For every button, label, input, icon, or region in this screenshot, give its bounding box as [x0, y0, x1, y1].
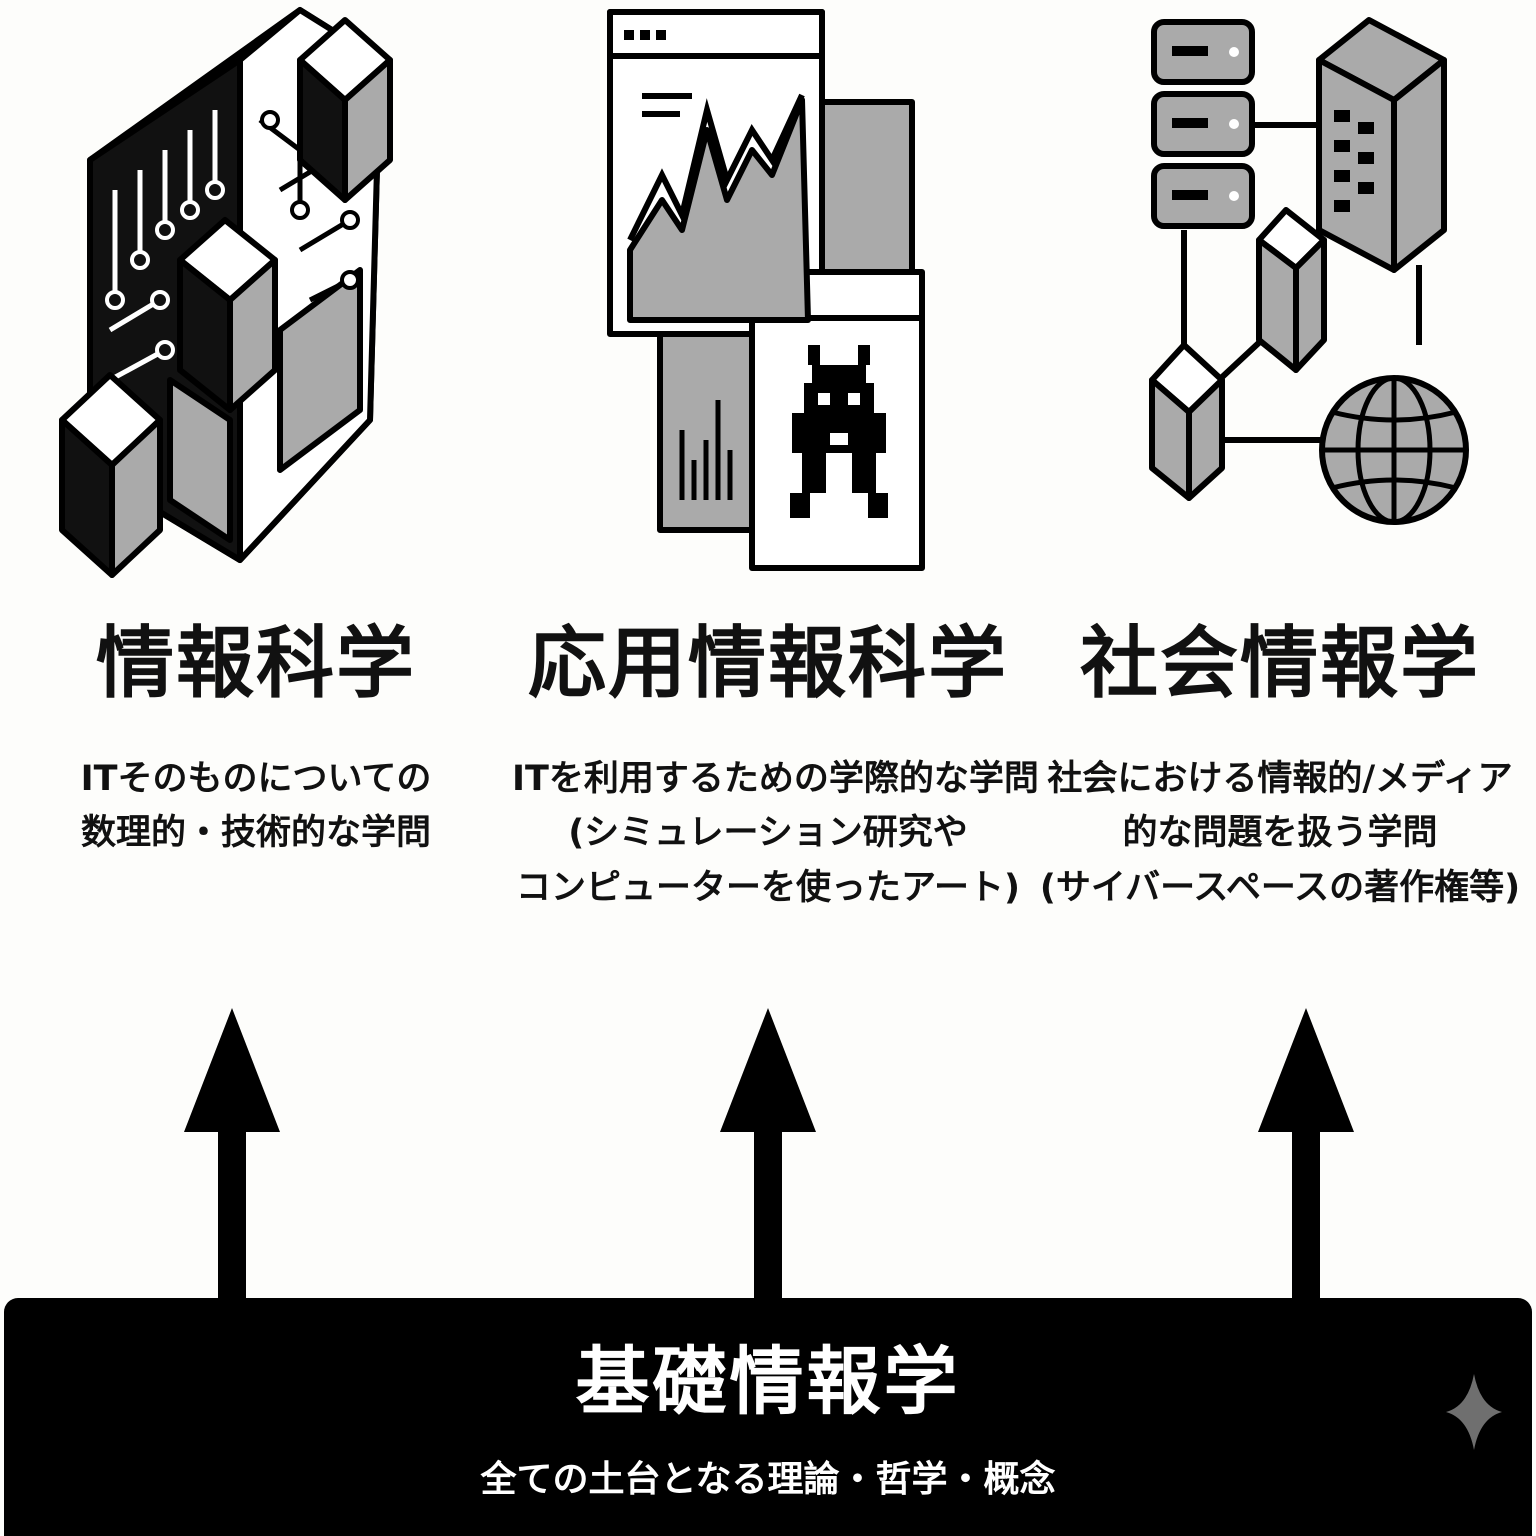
description-line: 的な問題を扱う学問	[1122, 813, 1438, 854]
foundation-band	[4, 1298, 1532, 1536]
arrow-up-icon	[720, 1008, 816, 1300]
foundation-title: 基礎情報学	[575, 1339, 961, 1425]
column-title: 社会情報学	[1079, 619, 1480, 709]
column-title: 応用情報科学	[527, 619, 1008, 709]
description-line: (サイバースペースの著作権等)	[1039, 867, 1521, 908]
column-description: 社会における情報的/メディア 的な問題を扱う学問 (サイバースペースの著作権等)	[1024, 752, 1536, 915]
foundation-subtitle: 全ての土台となる理論・哲学・概念	[480, 1459, 1056, 1500]
description-line: コンピューターを使ったアート)	[516, 867, 1020, 908]
arrow-up-icon	[184, 1008, 280, 1300]
column-description: ITそのものについての 数理的・技術的な学問	[0, 752, 512, 861]
sparkle-icon	[1446, 1374, 1502, 1450]
column-social-informatics: 社会情報学 社会における情報的/メディア 的な問題を扱う学問 (サイバースペース…	[1024, 0, 1536, 1000]
description-line: 数理的・技術的な学問	[80, 813, 431, 854]
arrows-layer	[184, 1008, 1354, 1300]
description-line: (シミュレーション研究や	[568, 813, 968, 854]
column-description: ITを利用するための学際的な学問 (シミュレーション研究や コンピューターを使っ…	[512, 752, 1039, 915]
network-server-globe-icon	[1149, 17, 1469, 525]
arrow-up-icon	[1258, 1008, 1354, 1300]
description-line: 社会における情報的/メディア	[1047, 759, 1513, 799]
column-information-science: 情報科学 ITそのものについての 数理的・技術的な学問	[0, 0, 512, 1000]
description-line: ITを利用するための学際的な学問	[512, 759, 1039, 799]
description-line: ITそのものについての	[80, 759, 432, 799]
column-applied-information-science: 応用情報科学 ITを利用するための学際的な学問 (シミュレーション研究や コンピ…	[512, 0, 1039, 1000]
column-title: 情報科学	[95, 619, 416, 709]
circuit-blocks-icon	[59, 7, 393, 578]
windows-chart-invader-icon	[607, 9, 925, 571]
